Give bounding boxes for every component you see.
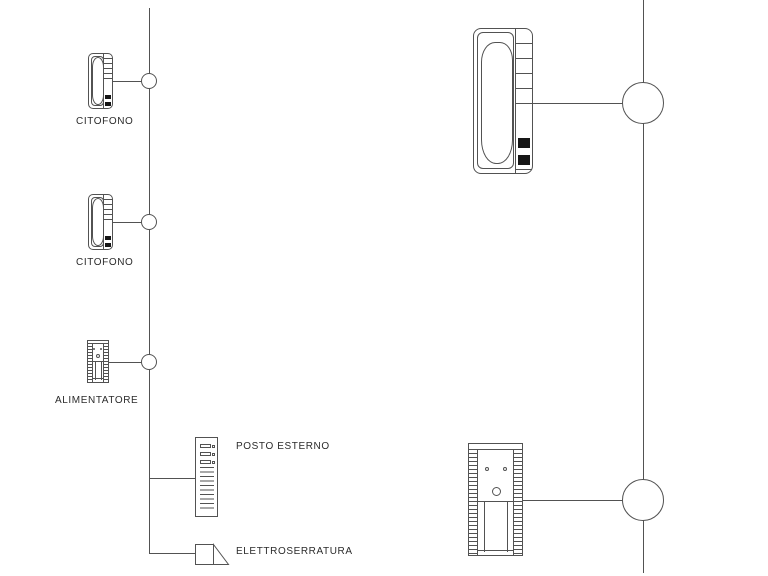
connector-citofono-2: [110, 222, 143, 223]
rail-ticks: [104, 54, 112, 82]
intercom-handset-icon: [88, 194, 113, 250]
left-bus-node-2: [141, 214, 157, 230]
screw-icon: [503, 467, 507, 471]
call-button: [200, 444, 211, 448]
lock-hatch-left: [88, 343, 93, 382]
lock-slot: [95, 361, 96, 380]
right-bus-line: [643, 0, 644, 573]
screw-icon: [485, 467, 489, 471]
rail-dark-cell: [105, 95, 111, 99]
rail-dark-cell: [105, 236, 111, 240]
rail-ticks: [516, 29, 532, 106]
lock-hatch-right: [103, 343, 108, 382]
label-posto-esterno: POSTO ESTERNO: [236, 441, 330, 452]
label-elettroserratura: ELETTROSERRATURA: [236, 546, 353, 557]
connector-lock-detail: [523, 500, 625, 501]
handset-rail: [103, 54, 112, 108]
entrance-panel-icon: [195, 437, 218, 517]
right-bus-node-1: [622, 82, 664, 124]
electric-lock-detail-icon: [468, 443, 523, 556]
screw-icon: [93, 348, 95, 350]
label-citofono-1: CITOFONO: [76, 116, 134, 127]
connector-posto-esterno: [149, 478, 195, 479]
left-bus-node-1: [141, 73, 157, 89]
rail-dark-cell: [105, 102, 111, 106]
connector-elettroserratura: [149, 553, 195, 554]
lock-divider: [92, 361, 104, 362]
call-button: [200, 452, 211, 456]
lock-top-bar: [469, 444, 522, 450]
lock-hatch-right: [513, 449, 522, 555]
left-bus-node-3: [141, 354, 157, 370]
lock-hatch-left: [469, 449, 478, 555]
keyhole-circle-icon: [95, 354, 100, 358]
rail-dark-cell: [518, 138, 530, 148]
lock-divider: [477, 501, 514, 502]
lock-slot: [101, 361, 102, 380]
lock-top-bar: [88, 341, 108, 344]
power-supply-icon: [87, 340, 109, 383]
connector-alimentatore: [109, 362, 143, 363]
name-tag: [212, 444, 215, 448]
intercom-handset-icon: [88, 53, 113, 109]
screw-icon: [100, 348, 102, 350]
right-bus-node-2: [622, 479, 664, 521]
handset-body-contour: [477, 32, 514, 169]
intercom-handset-detail-icon: [473, 28, 533, 174]
electric-lock-symbol-icon: [195, 543, 230, 565]
name-tag: [212, 460, 215, 464]
lock-bottom-bar: [92, 378, 104, 382]
handset-receiver: [481, 42, 513, 164]
lock-slot: [484, 501, 485, 552]
rail-ticks: [104, 195, 112, 223]
label-citofono-2: CITOFONO: [76, 257, 134, 268]
speaker-grille: [200, 467, 214, 511]
handset-rail: [103, 195, 112, 249]
lock-bottom-bar: [477, 550, 514, 555]
name-tag: [212, 452, 215, 456]
rail-dark-cell: [518, 155, 530, 165]
call-button: [200, 460, 211, 464]
lock-slot: [507, 501, 508, 552]
connector-handset-detail: [533, 103, 625, 104]
left-bus-line: [149, 8, 150, 553]
connector-citofono-1: [110, 81, 143, 82]
label-alimentatore: ALIMENTATORE: [55, 395, 139, 406]
handset-rail: [515, 29, 532, 173]
keyhole-circle-icon: [492, 487, 501, 496]
rail-line: [516, 169, 532, 170]
rail-dark-cell: [105, 243, 111, 247]
